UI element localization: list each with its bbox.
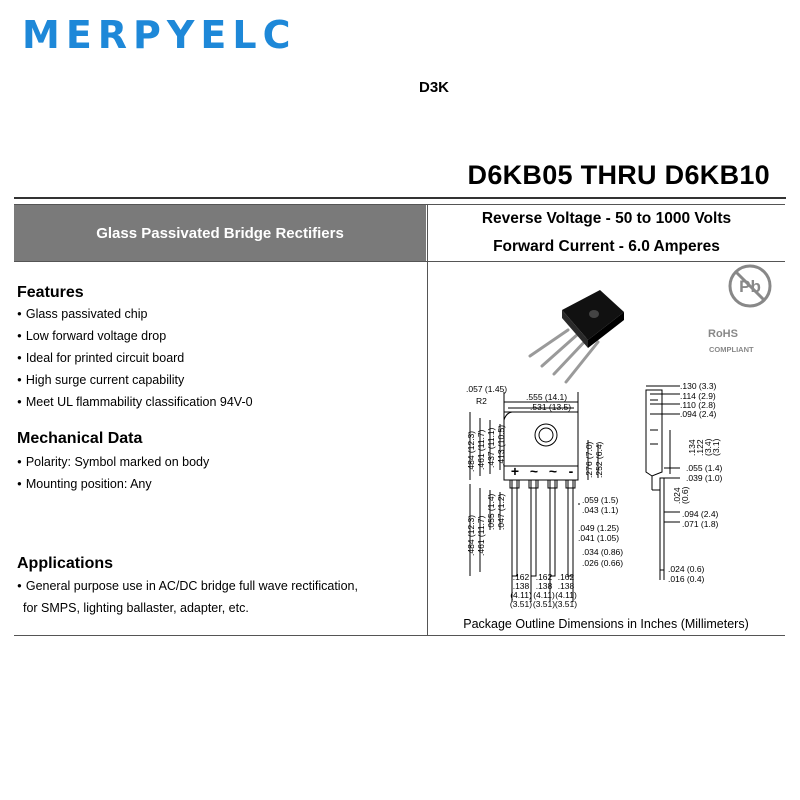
dim-label: (3.1): [711, 438, 721, 456]
list-item: for SMPS, lighting ballaster, adapter, e…: [23, 601, 249, 615]
dim-label: .162: [536, 572, 553, 582]
pin-mark-ac2: ~: [549, 463, 557, 479]
dim-label: .094 (2.4): [682, 509, 719, 519]
dim-label: (4.11): [533, 590, 555, 600]
ratings-header: Reverse Voltage - 50 to 1000 Volts Forwa…: [427, 205, 785, 261]
dim-label: .024: [672, 487, 682, 504]
brand-name: MERPYELC: [22, 14, 296, 54]
dim-label: .094 (2.4): [680, 409, 717, 419]
dim-label: .041 (1.05): [578, 533, 619, 543]
dim-label: .055 (1.4): [686, 463, 723, 473]
dim-label: .252 (6.4): [594, 441, 604, 478]
package-caption: Package Outline Dimensions in Inches (Mi…: [463, 617, 749, 631]
front-outline-drawing: + ~ ~ - .057 (1.45) R2 .555 (14.1) .531 …: [466, 384, 623, 609]
dim-label: .555 (14.1): [526, 392, 567, 402]
dim-label: .276 (7.0): [584, 441, 594, 478]
dim-label: .016 (0.4): [668, 574, 705, 584]
pb-label: Pb: [739, 277, 761, 296]
dim-label: R2: [476, 396, 487, 406]
dim-label: .461 (11.7): [476, 515, 486, 556]
dim-label: .531 (13.5): [530, 402, 571, 412]
dim-label: .461 (11.7): [476, 429, 486, 470]
dim-label: (0.6): [680, 486, 690, 504]
spec-table: Glass Passivated Bridge Rectifiers Rever…: [14, 204, 785, 636]
list-item: High surge current capability: [17, 369, 253, 391]
column-divider: [427, 205, 428, 635]
reverse-voltage: Reverse Voltage - 50 to 1000 Volts: [481, 210, 732, 227]
features-list: Glass passivated chip Low forward voltag…: [17, 303, 253, 413]
dim-label: .130 (3.3): [680, 381, 717, 391]
dim-label: .059 (1.5): [582, 495, 619, 505]
pin-mark-minus: -: [569, 463, 574, 479]
dim-label: (3.51): [533, 599, 555, 609]
dim-label: .413 (10.5): [496, 425, 506, 466]
dim-label: .026 (0.66): [582, 558, 623, 568]
dim-label: (3.51): [555, 599, 577, 609]
dim-label: .484 (12.3): [466, 431, 476, 472]
applications-title: Applications: [17, 555, 114, 572]
dim-label: .162: [513, 572, 530, 582]
dim-label: .484 (12.3): [466, 515, 476, 556]
dim-label: .114 (2.9): [680, 391, 716, 401]
dim-label: .043 (1.1): [582, 505, 619, 515]
dim-label: (4.11): [555, 590, 577, 600]
forward-current: Forward Current - 6.0 Amperes: [493, 238, 720, 255]
category-label: Glass Passivated Bridge Rectifiers: [96, 224, 344, 242]
dim-label: .122: [695, 439, 705, 456]
list-item: Ideal for printed circuit board: [17, 347, 253, 369]
list-item: Glass passivated chip: [17, 303, 253, 325]
dim-label: .024 (0.6): [668, 564, 705, 574]
category-header: Glass Passivated Bridge Rectifiers: [14, 205, 426, 261]
dim-label: (4.11): [510, 590, 532, 600]
dim-label: .057 (1.45): [466, 384, 507, 394]
package-name: D3K: [419, 79, 450, 96]
mechanical-title: Mechanical Data: [17, 430, 143, 447]
rohs-label: RoHS: [708, 328, 738, 340]
dim-label: (3.51): [510, 599, 532, 609]
dim-label: .134: [687, 439, 697, 456]
dim-label: .110 (2.8): [680, 400, 716, 410]
rohs-compliant: COMPLIANT: [709, 345, 754, 354]
part-title: D6KB05 THRU D6KB10: [467, 160, 770, 190]
applications-list: General purpose use in AC/DC bridge full…: [17, 575, 358, 619]
dim-label: .049 (1.25): [578, 523, 619, 533]
side-outline-drawing: .130 (3.3) .114 (2.9) .110 (2.8) .094 (2…: [645, 381, 723, 584]
dim-label: .034 (0.86): [582, 547, 623, 557]
list-item: Meet UL flammability classification 94V-…: [17, 391, 253, 413]
dim-label: .138: [558, 581, 575, 591]
pb-free-icon: Pb: [728, 264, 772, 308]
dim-label: .162: [558, 572, 575, 582]
list-item: Polarity: Symbol marked on body: [17, 451, 209, 473]
dim-label: .138: [513, 581, 530, 591]
list-item: Mounting position: Any: [17, 473, 209, 495]
mechanical-list: Polarity: Symbol marked on body Mounting…: [17, 451, 209, 495]
dim-label: .437 (11.1): [486, 427, 496, 468]
dim-label: (3.4): [703, 438, 713, 456]
features-title: Features: [17, 284, 84, 301]
list-item: General purpose use in AC/DC bridge full…: [17, 575, 358, 597]
dim-label: .071 (1.8): [682, 519, 719, 529]
pin-mark-ac1: ~: [530, 463, 538, 479]
header-divider: [14, 261, 785, 262]
title-rule: [14, 197, 786, 199]
dim-label: .138: [536, 581, 553, 591]
dim-label: .055 (1.4): [486, 493, 496, 530]
pin-mark-plus: +: [511, 463, 519, 479]
dim-label: .047 (1.2): [496, 493, 506, 530]
brand-logo: MERPYELC: [22, 14, 296, 54]
list-item: Low forward voltage drop: [17, 325, 253, 347]
component-photo: [528, 290, 624, 384]
dim-label: .039 (1.0): [686, 473, 723, 483]
